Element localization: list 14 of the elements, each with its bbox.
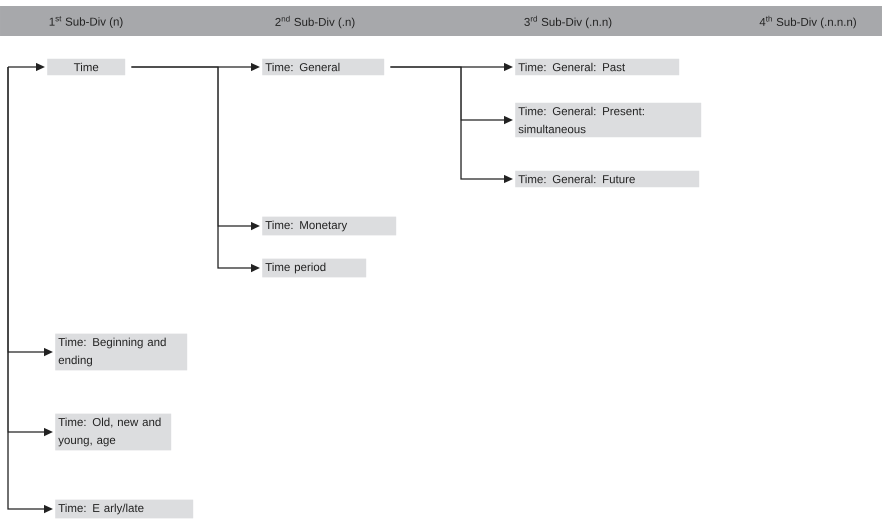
column-heading: 1$^{st}$ Sub-Div (n) <box>50 16 123 28</box>
category-box: Time: General: Past <box>515 58 680 76</box>
category-box: Time: Old, new and young, age <box>55 414 172 450</box>
column-heading: 3$^{rd}$ Sub-Div (.n.n) <box>524 16 612 28</box>
column-heading: 2$^{nd}$ Sub-Div (.n) <box>275 16 354 28</box>
category-box: Time period <box>262 258 366 278</box>
category-box: Time <box>47 58 126 76</box>
category-box: Time: E arly/late <box>55 500 194 518</box>
category-box: Time: General: Present: simultaneous <box>515 102 702 138</box>
column-heading: 4$^{th}$ Sub-Div (.n.n.n) <box>760 16 856 28</box>
category-box: Time: Beginning and ending <box>55 334 188 370</box>
category-box: Time: Monetary <box>262 216 396 236</box>
category-box: Time: General: Future <box>515 170 700 188</box>
category-box: Time: General <box>262 58 384 76</box>
